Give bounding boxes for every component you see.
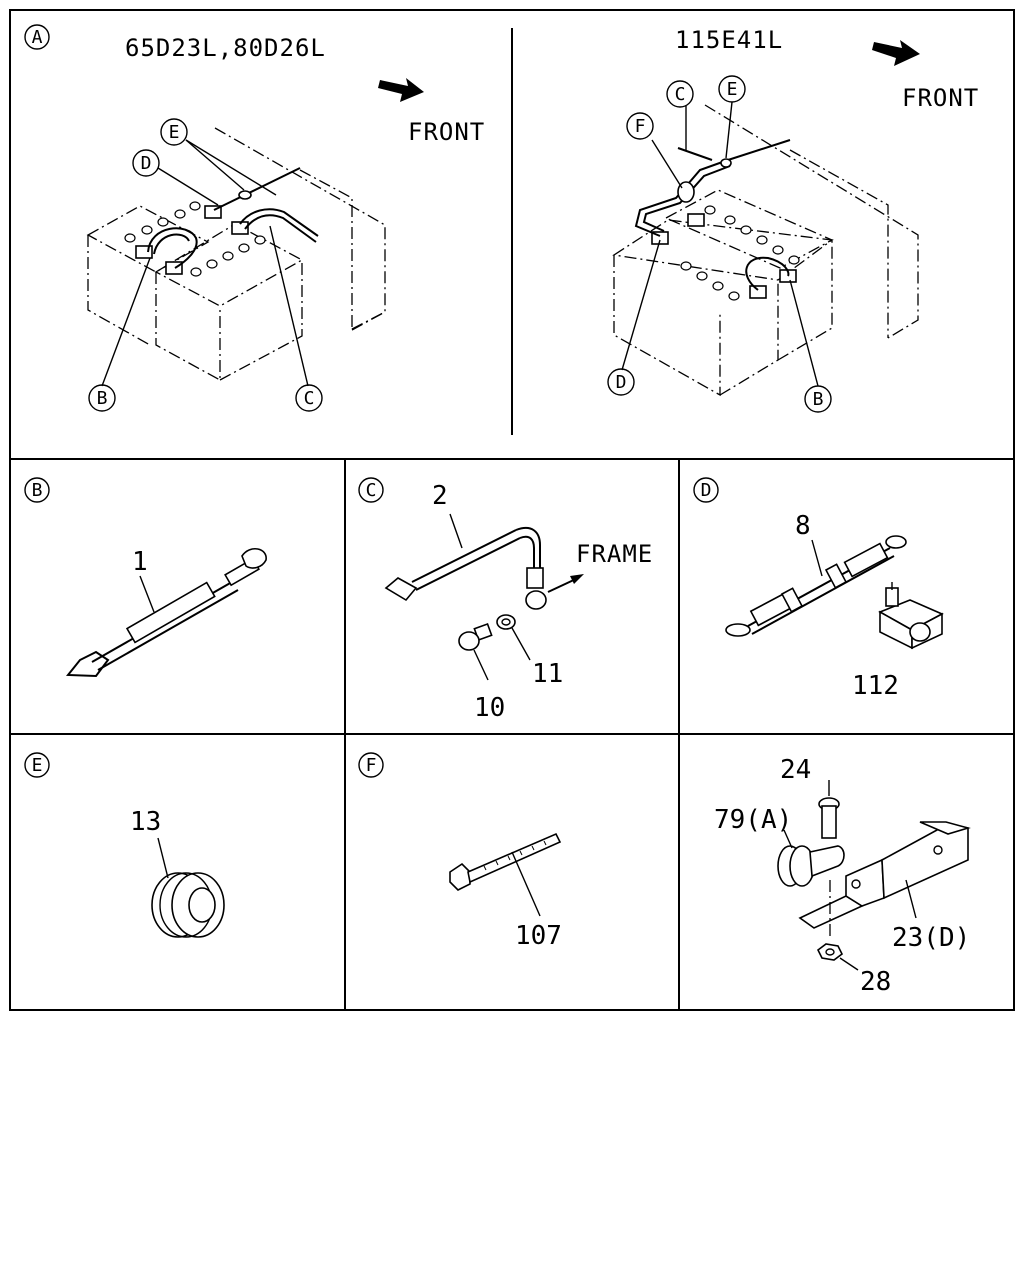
panel-d: D 8 112	[693, 477, 944, 701]
part-number-1: 1	[132, 547, 148, 577]
front-arrow-icon	[872, 40, 920, 66]
svg-text:C: C	[366, 480, 377, 501]
svg-text:E: E	[169, 122, 180, 143]
panel-bracket: 24 79(A) 23(D) 28	[714, 755, 971, 997]
cable-8	[725, 535, 907, 637]
battery-illustration-left	[86, 127, 386, 387]
washer-11	[496, 614, 531, 661]
part-number-24: 24	[780, 755, 811, 785]
panel-c-marker: C	[358, 477, 384, 503]
svg-text:B: B	[813, 389, 824, 410]
clip-79a	[777, 829, 845, 887]
svg-text:C: C	[675, 84, 686, 105]
svg-text:F: F	[635, 116, 646, 137]
part-number-10: 10	[474, 693, 505, 723]
grommet-13	[151, 837, 225, 938]
terminal-clamp-112	[878, 582, 944, 650]
part-number-8: 8	[795, 511, 811, 541]
battery-cable-1	[65, 548, 267, 678]
panel-e-marker: E	[24, 752, 50, 778]
bolt-24	[818, 780, 840, 839]
svg-text:F: F	[366, 755, 377, 776]
part-number-13: 13	[130, 807, 161, 837]
part-number-28: 28	[860, 967, 891, 997]
panel-a: A 65D23L,80D26L 115E41L FRONT FRONT	[24, 24, 979, 413]
svg-text:B: B	[32, 480, 43, 501]
callout-e: E	[160, 118, 188, 146]
svg-text:B: B	[97, 388, 108, 409]
svg-text:D: D	[141, 153, 152, 174]
diagram-frame	[9, 9, 1015, 1011]
panel-c: C FRAME 2 11 10	[358, 477, 653, 723]
panel-a-right-title: 115E41L	[675, 26, 783, 54]
battery-illustration-right	[612, 101, 919, 397]
svg-text:D: D	[701, 480, 712, 501]
part-number-112: 112	[852, 671, 899, 701]
nut-28	[816, 943, 859, 971]
bolt-10	[458, 622, 493, 681]
panel-a-left-title: 65D23L,80D26L	[125, 34, 326, 62]
callout-c: C	[666, 80, 694, 108]
frame-arrow-icon	[547, 574, 584, 593]
part-number-11: 11	[532, 659, 563, 689]
part-number-23d: 23(D)	[892, 923, 970, 953]
callout-b: B	[88, 384, 116, 412]
svg-text:E: E	[32, 755, 43, 776]
panel-b-marker: B	[24, 477, 50, 503]
front-label-right: FRONT	[902, 84, 979, 112]
callout-d: D	[132, 149, 160, 177]
callout-d: D	[607, 368, 635, 396]
front-arrow-icon	[378, 78, 424, 102]
svg-text:E: E	[727, 79, 738, 100]
cable-tie-107	[449, 832, 562, 917]
svg-text:A: A	[32, 27, 43, 48]
part-number-79a: 79(A)	[714, 805, 792, 835]
panel-f-marker: F	[358, 752, 384, 778]
callout-b: B	[804, 385, 832, 413]
frame-label: FRAME	[576, 540, 653, 568]
panel-a-marker: A	[24, 24, 50, 50]
panel-e: E 13	[24, 752, 225, 938]
panel-d-marker: D	[693, 477, 719, 503]
part-number-107: 107	[515, 921, 562, 951]
panel-b: B 1	[24, 477, 267, 678]
svg-text:D: D	[616, 372, 627, 393]
callout-e: E	[718, 75, 746, 103]
front-label-left: FRONT	[408, 118, 485, 146]
ground-cable-2	[384, 513, 547, 610]
bracket-23d	[798, 821, 971, 938]
svg-text:C: C	[304, 388, 315, 409]
callout-c: C	[295, 384, 323, 412]
part-number-2: 2	[432, 481, 448, 511]
panel-f: F 107	[358, 752, 562, 951]
callout-f: F	[626, 112, 654, 140]
